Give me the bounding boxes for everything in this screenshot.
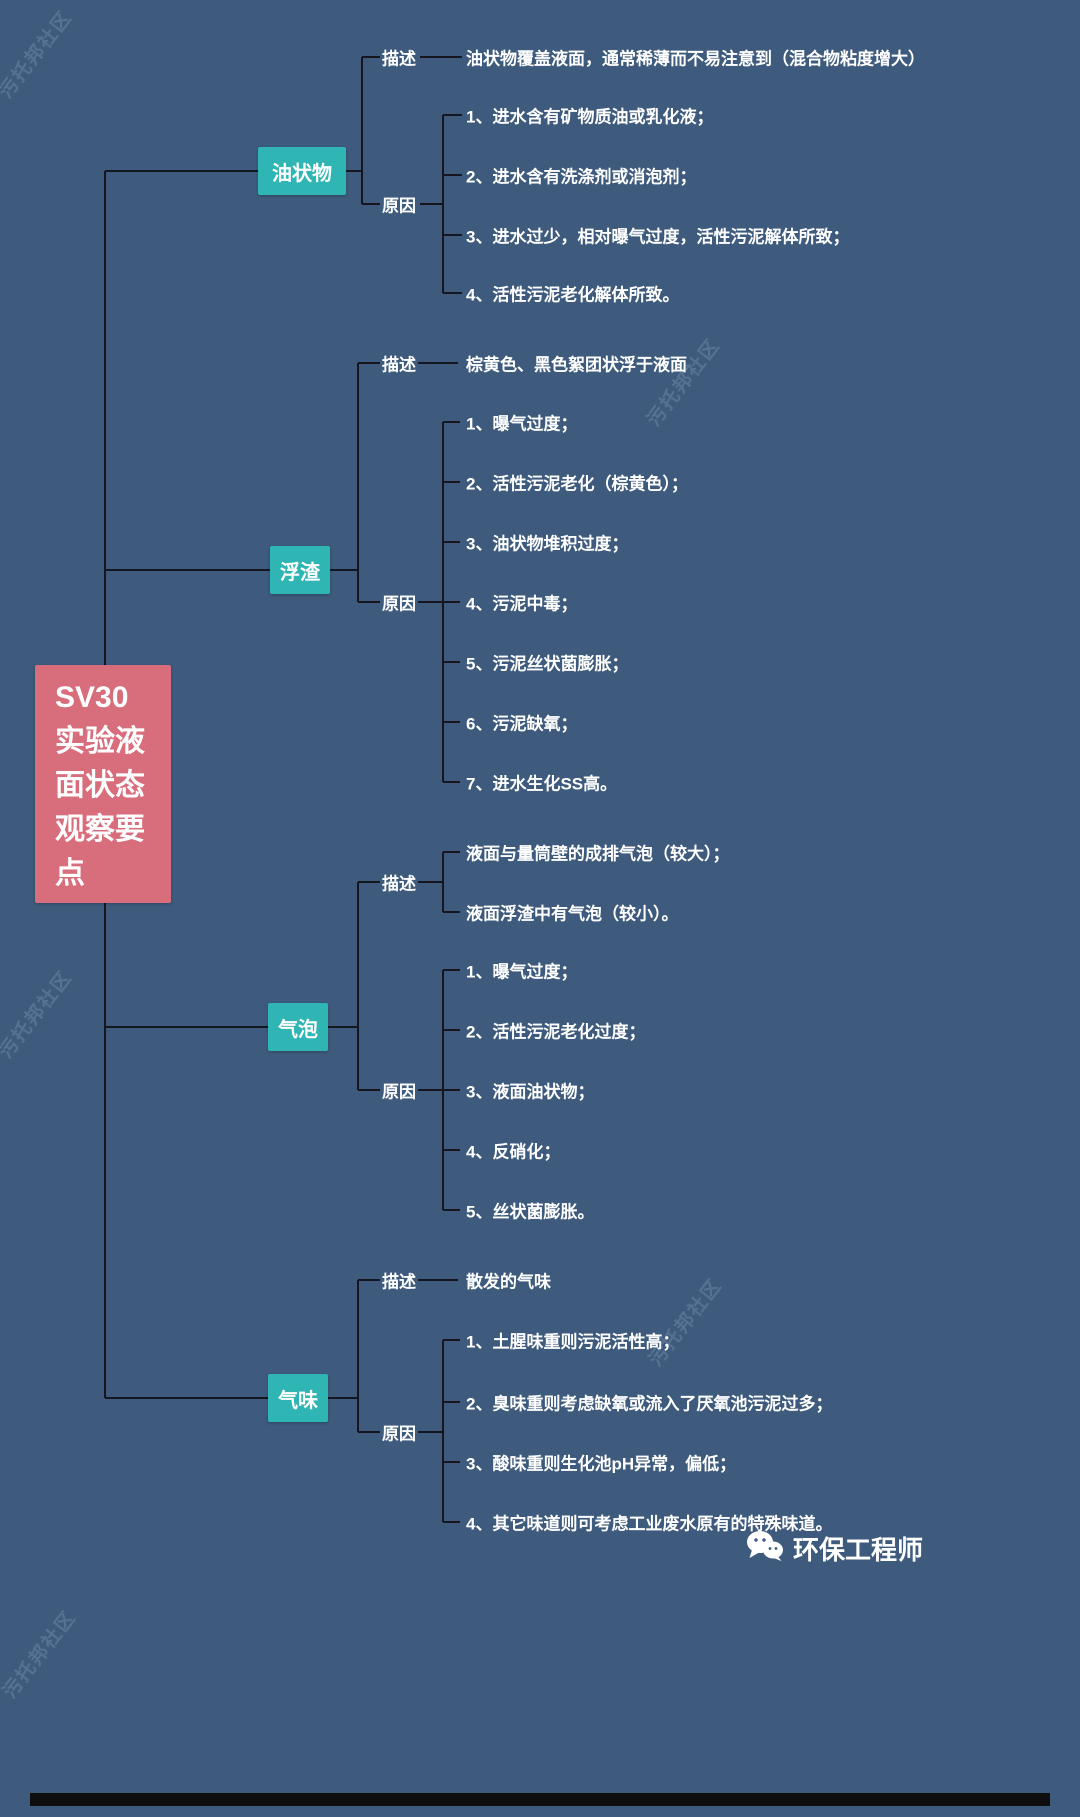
wechat-icon (746, 1530, 784, 1567)
root-node-line: SV30 (55, 681, 129, 714)
cause-item: 1、曝气过度； (466, 414, 578, 434)
cause-item: 6、污泥缺氧； (466, 714, 578, 734)
branch-node-scum[interactable]: 浮渣 (270, 546, 330, 594)
cause-item: 4、活性污泥老化解体所致。 (466, 285, 680, 305)
cause-item: 2、活性污泥老化过度； (466, 1022, 646, 1042)
root-node-line: 实验液 (55, 725, 145, 758)
cause-item: 1、曝气过度； (466, 962, 578, 982)
cause-item: 3、进水过少，相对曝气过度，活性污泥解体所致； (466, 227, 850, 247)
cause-label: 原因 (382, 1082, 416, 1102)
cause-label: 原因 (382, 196, 416, 216)
cause-item: 4、污泥中毒； (466, 594, 578, 614)
cause-item: 1、土腥味重则污泥活性高； (466, 1332, 680, 1352)
description-item: 散发的气味 (466, 1272, 551, 1292)
root-node-line: 点 (55, 857, 85, 890)
footer-brand-name: 环保工程师 (793, 1535, 924, 1565)
branch-node-bubble[interactable]: 气泡 (268, 1003, 328, 1051)
description-item: 棕黄色、黑色絮团状浮于液面 (466, 355, 687, 375)
bottom-bar (30, 1793, 1050, 1806)
cause-item: 1、进水含有矿物质油或乳化液； (466, 107, 714, 127)
description-item: 液面与量筒壁的成排气泡（较大）； (466, 844, 730, 864)
cause-item: 2、臭味重则考虑缺氧或流入了厌氧池污泥过多； (466, 1394, 833, 1414)
cause-item: 3、酸味重则生化池pH异常，偏低； (466, 1454, 737, 1474)
cause-item: 5、污泥丝状菌膨胀； (466, 654, 629, 674)
cause-item: 2、活性污泥老化（棕黄色）； (466, 474, 688, 494)
desc-label: 描述 (382, 874, 416, 894)
cause-label: 原因 (382, 1424, 416, 1444)
branch-node-oil[interactable]: 油状物 (258, 147, 346, 195)
cause-item: 5、丝状菌膨胀。 (466, 1202, 595, 1222)
desc-label: 描述 (382, 49, 416, 69)
cause-item: 7、进水生化SS高。 (466, 774, 618, 794)
description-item: 液面浮渣中有气泡（较小）。 (466, 904, 679, 924)
description-item: 油状物覆盖液面，通常稀薄而不易注意到（混合物粘度增大） (466, 49, 925, 69)
root-node[interactable]: SV30 实验液 面状态 观察要 点 (35, 665, 171, 903)
cause-item: 4、反硝化； (466, 1142, 561, 1162)
cause-item: 3、油状物堆积过度； (466, 534, 629, 554)
root-node-line: 面状态 (55, 769, 145, 802)
branch-node-odor[interactable]: 气味 (268, 1374, 328, 1422)
cause-item: 3、液面油状物； (466, 1082, 595, 1102)
cause-item: 4、其它味道则可考虑工业废水原有的特殊味道。 (466, 1514, 833, 1534)
footer-brand: 环保工程师 (746, 1530, 923, 1567)
cause-item: 2、进水含有洗涤剂或消泡剂； (466, 167, 697, 187)
desc-label: 描述 (382, 1272, 416, 1292)
root-node-line: 观察要 (55, 813, 145, 846)
cause-label: 原因 (382, 594, 416, 614)
desc-label: 描述 (382, 355, 416, 375)
